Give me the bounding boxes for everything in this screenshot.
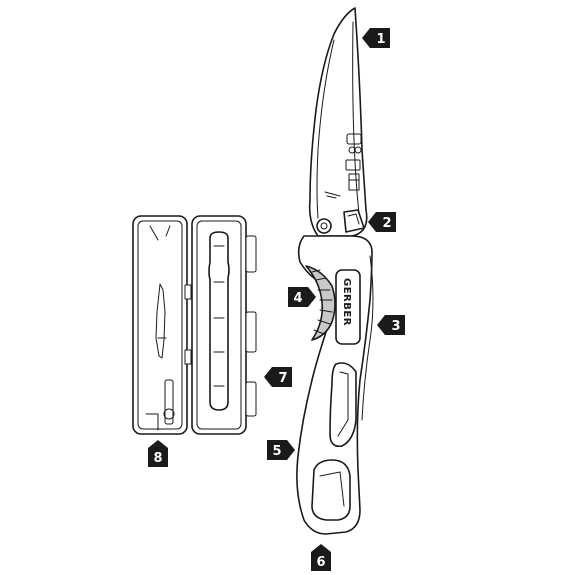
callout-1: 1	[362, 28, 390, 48]
svg-text:6: 6	[316, 555, 325, 570]
svg-text:1: 1	[376, 32, 385, 47]
callout-3: 3	[377, 315, 405, 335]
callout-5: 5	[267, 440, 295, 460]
svg-text:2: 2	[382, 216, 391, 231]
blade-markings	[324, 133, 362, 199]
svg-text:8: 8	[153, 451, 162, 466]
case-lid	[132, 215, 188, 435]
svg-text:5: 5	[272, 444, 281, 459]
sheath-case	[132, 215, 257, 435]
brand-text: GERBER	[341, 278, 352, 326]
callout-6: 6	[311, 544, 331, 571]
callout-8: 8	[148, 440, 168, 467]
callout-2: 2	[368, 212, 396, 232]
svg-text:7: 7	[278, 371, 287, 386]
svg-text:4: 4	[293, 291, 302, 306]
svg-text:3: 3	[391, 319, 400, 334]
callout-7: 7	[264, 367, 292, 387]
callout-4: 4	[288, 287, 316, 307]
pivot-screw	[316, 218, 332, 234]
finger-grip-ribs	[305, 265, 336, 341]
brand-plate: GERBER	[335, 269, 361, 345]
folding-knife: GERBER	[296, 7, 374, 535]
